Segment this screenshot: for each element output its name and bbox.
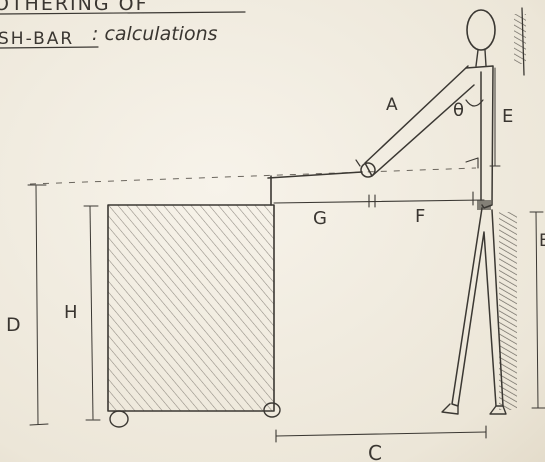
figure-neck-left <box>475 49 479 67</box>
heading-line-1: OTHERING OF <box>0 0 149 15</box>
wall-bottom-shading <box>499 212 517 410</box>
dimension-c-line <box>275 431 487 437</box>
label-c: C <box>368 441 382 462</box>
figure-hand <box>360 162 376 178</box>
figure-foot-right <box>489 405 507 415</box>
label-b: B <box>539 231 545 251</box>
label-f: F <box>415 206 425 227</box>
label-d: D <box>6 314 21 336</box>
heading-line-2-prefix: SH-BAR <box>0 29 74 49</box>
cart-outline <box>107 204 275 412</box>
push-bar <box>267 171 363 179</box>
heading-line-2-suffix: : calculations <box>92 23 218 45</box>
label-e: E <box>502 106 513 127</box>
figure-belt <box>477 200 491 210</box>
heading-underline-2 <box>0 46 99 49</box>
figure-torso-outline <box>465 65 494 209</box>
label-theta: θ <box>453 100 464 121</box>
label-h: H <box>64 302 78 323</box>
dimension-d-line <box>35 185 39 425</box>
cart-wheel-right <box>263 402 281 418</box>
arm-dimension-tick <box>355 159 361 167</box>
label-g: G <box>313 208 327 229</box>
cart-wheel-left <box>109 410 129 428</box>
wall-top-line <box>521 7 525 76</box>
figure-foot-left <box>441 403 459 415</box>
figure-legs <box>451 207 504 407</box>
cart-shading <box>108 205 274 411</box>
figure-arm <box>364 65 475 177</box>
figure-neck-right <box>484 49 487 67</box>
figure-head <box>466 9 496 51</box>
dashed-reference-line <box>29 167 477 185</box>
dimension-h-line <box>89 205 94 420</box>
label-a: A <box>386 95 398 115</box>
heading-underline-1 <box>0 11 246 15</box>
dimension-gf-line <box>273 199 485 204</box>
dimension-d-tick-bottom <box>29 423 49 426</box>
angle-theta-arc <box>465 99 484 107</box>
dimension-b-line <box>535 211 539 409</box>
wall-top-shading <box>514 14 526 64</box>
right-angle-mark <box>465 157 479 169</box>
